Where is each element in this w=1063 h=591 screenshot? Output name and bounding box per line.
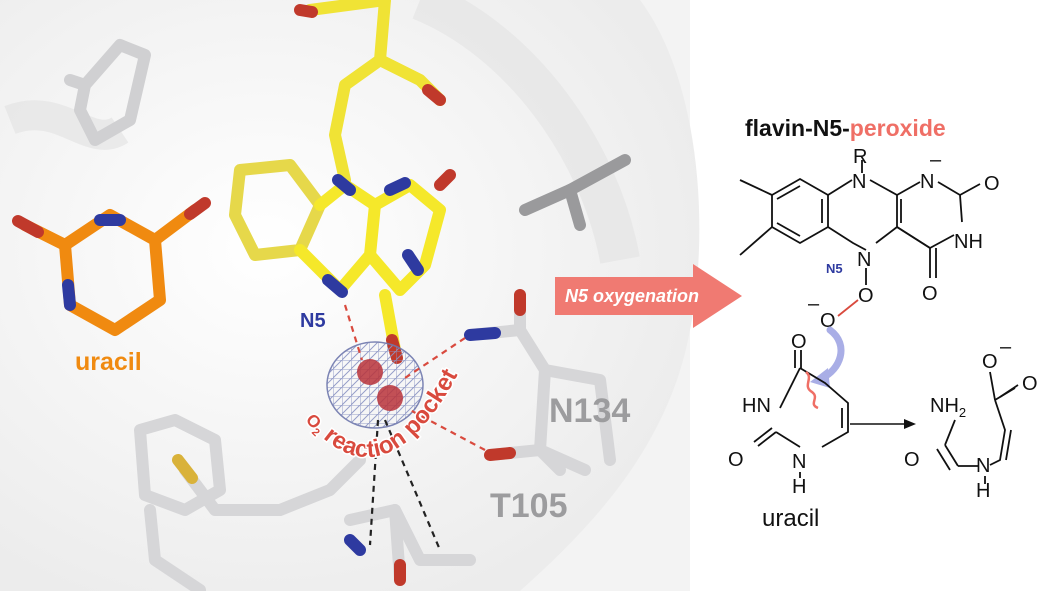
bottom-nitrogen — [344, 534, 366, 556]
product-O-left: O — [904, 449, 920, 471]
flavin-structure — [739, 160, 981, 317]
uracil-H: H — [792, 476, 806, 498]
uracil-co-top — [794, 350, 802, 368]
reaction-arrow-head — [904, 419, 916, 429]
atom-N10: N — [852, 171, 866, 193]
product-NH2: NH2 — [930, 395, 966, 420]
benzene-double-3 — [776, 222, 801, 237]
right-ring-lower — [896, 226, 931, 249]
title-peroxide: peroxide — [850, 115, 946, 141]
product-double-co — [999, 384, 1019, 398]
uracil-N: N — [792, 451, 806, 473]
o2-atom-1 — [357, 359, 383, 385]
title-flavin: flavin-N5- — [745, 115, 850, 141]
uracil-ring-bonds — [775, 367, 849, 448]
right-panel-background — [690, 0, 1063, 591]
product-N: N — [976, 455, 990, 477]
interaction-lines — [343, 304, 486, 551]
dash-black-1 — [383, 419, 442, 551]
uracil-o-right — [184, 197, 211, 220]
o-o-bond — [837, 299, 859, 317]
atom-R: R — [853, 146, 867, 168]
phenyl-bond — [64, 74, 91, 91]
uracil-name: uracil — [762, 505, 819, 532]
o2-atom-2 — [377, 385, 403, 411]
uracil-o-left — [12, 215, 44, 238]
ribityl-chain — [329, 0, 391, 186]
ribityl-oxygen-1 — [294, 4, 318, 18]
uracil-structure — [753, 350, 849, 478]
product-O-charge: – — [1000, 336, 1012, 358]
product-chain — [989, 399, 1006, 466]
flavin-n1 — [384, 177, 411, 196]
uracil-label: uracil — [75, 348, 142, 376]
benzene-double-1 — [776, 185, 801, 200]
flavin-n5 — [322, 274, 348, 298]
ribityl-oxygen-2 — [422, 84, 446, 106]
dash-n134-o2 — [404, 337, 466, 379]
t105-oxygen — [484, 447, 516, 461]
protein-heteroatoms — [172, 289, 526, 586]
arrow-label: N5 oxygenation — [565, 286, 699, 306]
met-chain-2 — [144, 504, 206, 591]
dash-black-2 — [368, 419, 380, 546]
bottom-ring — [134, 414, 226, 516]
n134-nitrogen — [464, 327, 501, 341]
atom-NH: NH — [954, 231, 983, 253]
product-H: H — [976, 480, 990, 502]
c2-o — [959, 183, 981, 196]
n134-branch-2 — [539, 364, 616, 466]
uracil-HN: HN — [742, 395, 771, 417]
uracil-O-top: O — [791, 331, 807, 353]
residue-t105-label: T105 — [490, 487, 568, 525]
product-O-top: O — [982, 351, 998, 373]
product-double-cc — [1005, 429, 1012, 461]
dash-n5-o2 — [343, 304, 364, 361]
met-chain — [179, 454, 366, 516]
atom-peroxide-O2: O — [820, 310, 836, 332]
product-structure — [936, 371, 1019, 484]
phenyl-ring — [74, 39, 151, 146]
bottom-residue — [344, 504, 476, 566]
atom-N5: N — [857, 249, 871, 271]
uracil-O-bottom: O — [728, 449, 744, 471]
residue-n134-label: N134 — [549, 392, 630, 430]
atom-O2: O — [984, 173, 1000, 195]
methyl-1 — [739, 179, 773, 196]
atom-N5-small: N5 — [826, 261, 843, 276]
protein-ribbon-shadow — [412, 0, 640, 264]
ribityl-branch-2 — [304, 0, 391, 16]
cleavage-mark — [805, 371, 819, 410]
product-NH2-main: NH — [930, 395, 959, 417]
protein-surface-blob — [0, 0, 700, 591]
dash-t105-o2 — [409, 409, 486, 451]
flavin-o2 — [434, 169, 456, 191]
product-O: O — [1022, 373, 1038, 395]
sulfur-atom — [172, 454, 198, 484]
uracil-n-left — [62, 279, 76, 311]
atom-peroxide-charge: – — [808, 293, 820, 315]
arrow-shape — [555, 264, 742, 328]
residue-stick-b — [564, 184, 586, 231]
product-NH2-sub: 2 — [959, 405, 966, 420]
n5-label: N5 — [300, 310, 326, 332]
o2-density-mesh — [326, 341, 424, 429]
atom-N1-charge: – — [930, 149, 942, 171]
product-n-bond — [944, 419, 956, 446]
uracil-co-bottom — [753, 427, 777, 447]
diagram-title: flavin-N5-peroxide — [745, 115, 946, 141]
product-amide — [936, 444, 978, 471]
atom-peroxide-O1: O — [858, 285, 874, 307]
flavin-n10 — [332, 174, 356, 196]
methyl-2 — [739, 226, 773, 256]
n5-oxygenation-arrow: N5 oxygenation — [555, 264, 742, 328]
uracil-sticks — [12, 197, 211, 336]
atom-O4: O — [922, 283, 938, 305]
flavin-n3 — [402, 249, 424, 276]
middle-ring — [827, 179, 898, 251]
atom-N1: N — [920, 171, 934, 193]
